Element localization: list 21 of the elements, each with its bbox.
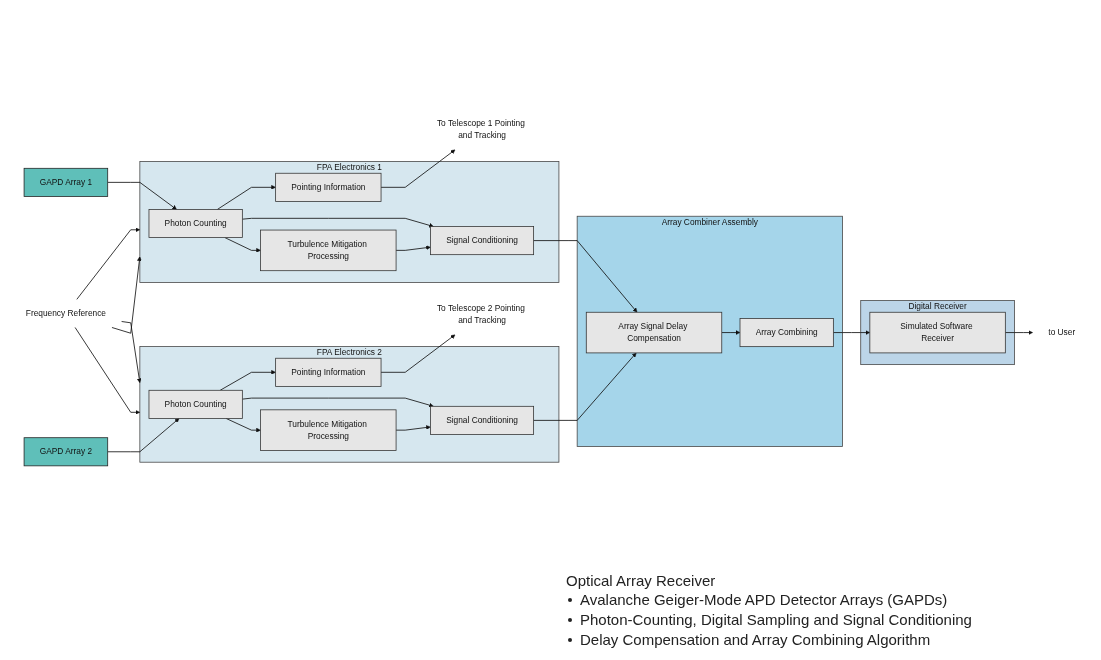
bullet-note: Photon-Counting, Digital Sampling and Signal Conditioning [580, 611, 972, 628]
bullet-note: Avalanche Geiger-Mode APD Detector Arrays (GAPDs) [580, 591, 948, 608]
node-text: to User [1048, 327, 1076, 337]
node-box: Array Signal Delay Compensation [585, 311, 723, 354]
node-text: To Telescope 2 Pointing and Tracking [436, 303, 525, 325]
node-box: Simulated Software Receiver [869, 311, 1006, 354]
node-text: Frequency Reference [25, 308, 106, 318]
node-box: Turbulence Mitigation Processing [260, 409, 397, 451]
node-box: Photon Counting [148, 389, 243, 419]
node-box: Signal Conditioning [430, 226, 534, 256]
node-box: GAPD Array 1 [23, 167, 109, 197]
note-heading: Optical Array Receiver [566, 572, 717, 589]
node-box: Array Combining [739, 318, 834, 348]
node-box: Pointing Information [275, 172, 382, 202]
node-box: Pointing Information [275, 357, 382, 387]
node-box: GAPD Array 2 [23, 437, 109, 467]
node-text: To Telescope 1 Pointing and Tracking [436, 118, 525, 140]
node-box: Turbulence Mitigation Processing [260, 229, 397, 272]
node-box: Photon Counting [148, 209, 243, 238]
bullet-note: Delay Compensation and Array Combining Algorithm [580, 631, 931, 648]
node-box: Signal Conditioning [430, 405, 534, 435]
